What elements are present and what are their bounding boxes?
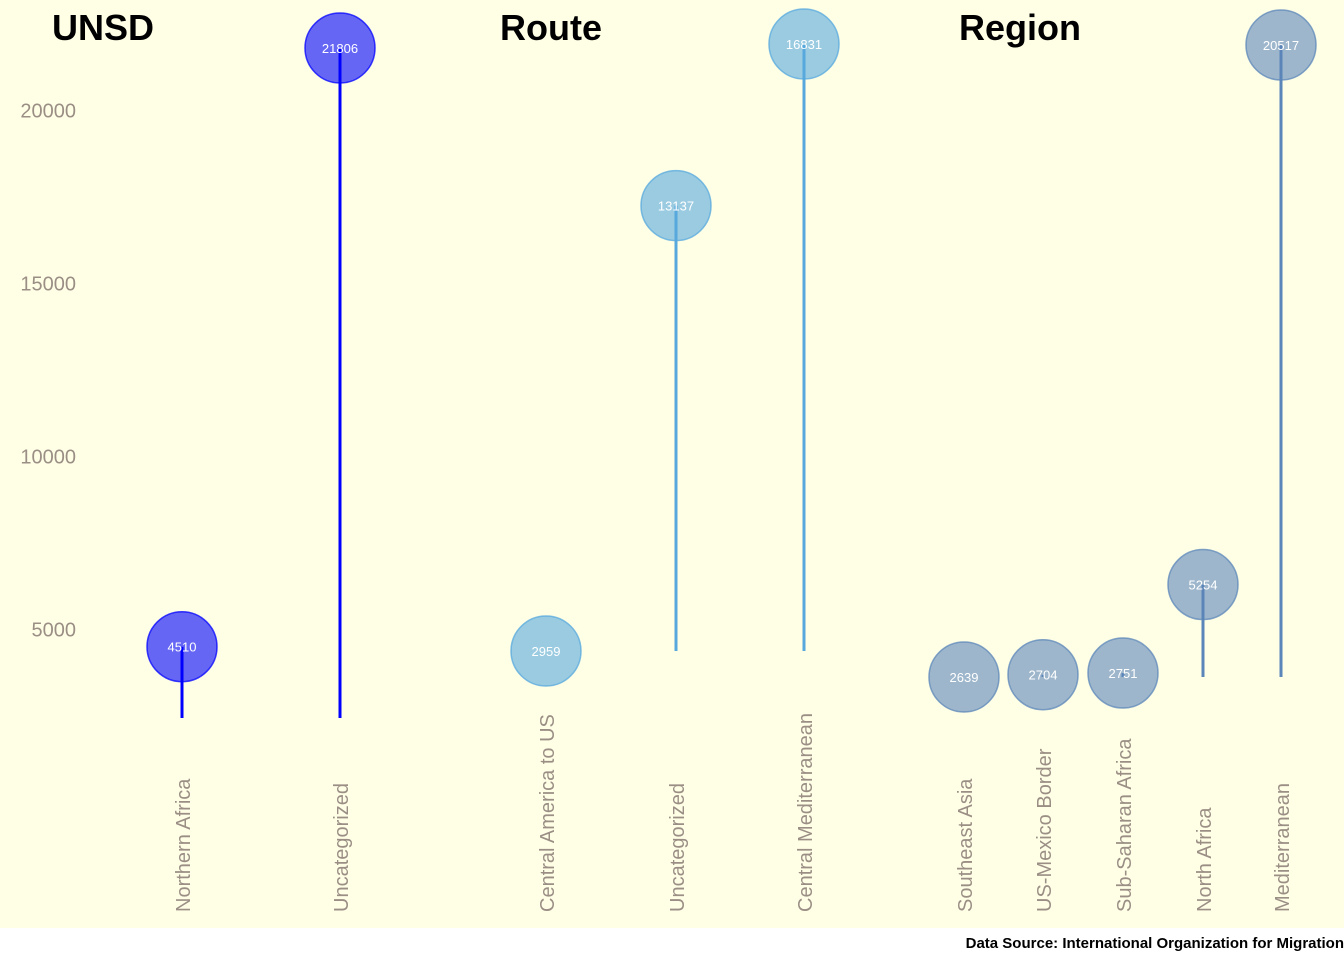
data-label: 2704: [1029, 668, 1058, 683]
lollipop-marker: [1167, 548, 1239, 621]
lollipop-marker: [304, 12, 376, 84]
x-tick-label: Central America to US: [537, 714, 559, 912]
lollipop-marker: [1007, 638, 1079, 711]
x-tick-label: Sub-Saharan Africa: [1114, 738, 1136, 912]
data-label: 5254: [1189, 578, 1218, 593]
data-label: 20517: [1263, 38, 1299, 53]
x-tick-label: Uncategorized: [667, 783, 689, 912]
x-tick-label: North Africa: [1194, 807, 1216, 912]
y-tick-label: 5000: [32, 620, 77, 642]
panel-title: Route: [500, 7, 602, 48]
panel-title: Region: [959, 7, 1081, 48]
lollipop-marker: [146, 610, 218, 683]
y-tick-label: 10000: [20, 447, 76, 469]
data-label: 21806: [322, 41, 358, 56]
lollipop-marker: [640, 169, 712, 242]
y-tick-label: 20000: [20, 101, 76, 123]
x-tick-label: Mediterranean: [1272, 783, 1294, 912]
x-tick-label: Southeast Asia: [955, 778, 977, 912]
data-source-caption: Data Source: International Organization …: [965, 935, 1344, 952]
x-tick-label: Central Mediterranean: [795, 713, 817, 912]
x-tick-label: Uncategorized: [331, 783, 353, 912]
lollipop-marker: [1245, 9, 1317, 81]
lollipop-marker: [510, 615, 582, 687]
lollipop-marker: [768, 8, 840, 80]
data-label: 2751: [1109, 666, 1138, 681]
data-label: 13137: [658, 199, 694, 214]
lollipop-marker: [1087, 637, 1159, 709]
data-label: 2639: [950, 670, 979, 685]
y-tick-label: 15000: [20, 274, 76, 296]
plot-background: [0, 0, 1344, 928]
data-label: 16831: [786, 37, 822, 52]
data-label: 4510: [168, 640, 197, 655]
data-label: 2959: [532, 644, 561, 659]
x-tick-label: Northern Africa: [173, 778, 195, 912]
lollipop-marker: [928, 641, 1000, 713]
x-tick-label: US-Mexico Border: [1034, 748, 1056, 912]
panel-title: UNSD: [52, 7, 154, 48]
